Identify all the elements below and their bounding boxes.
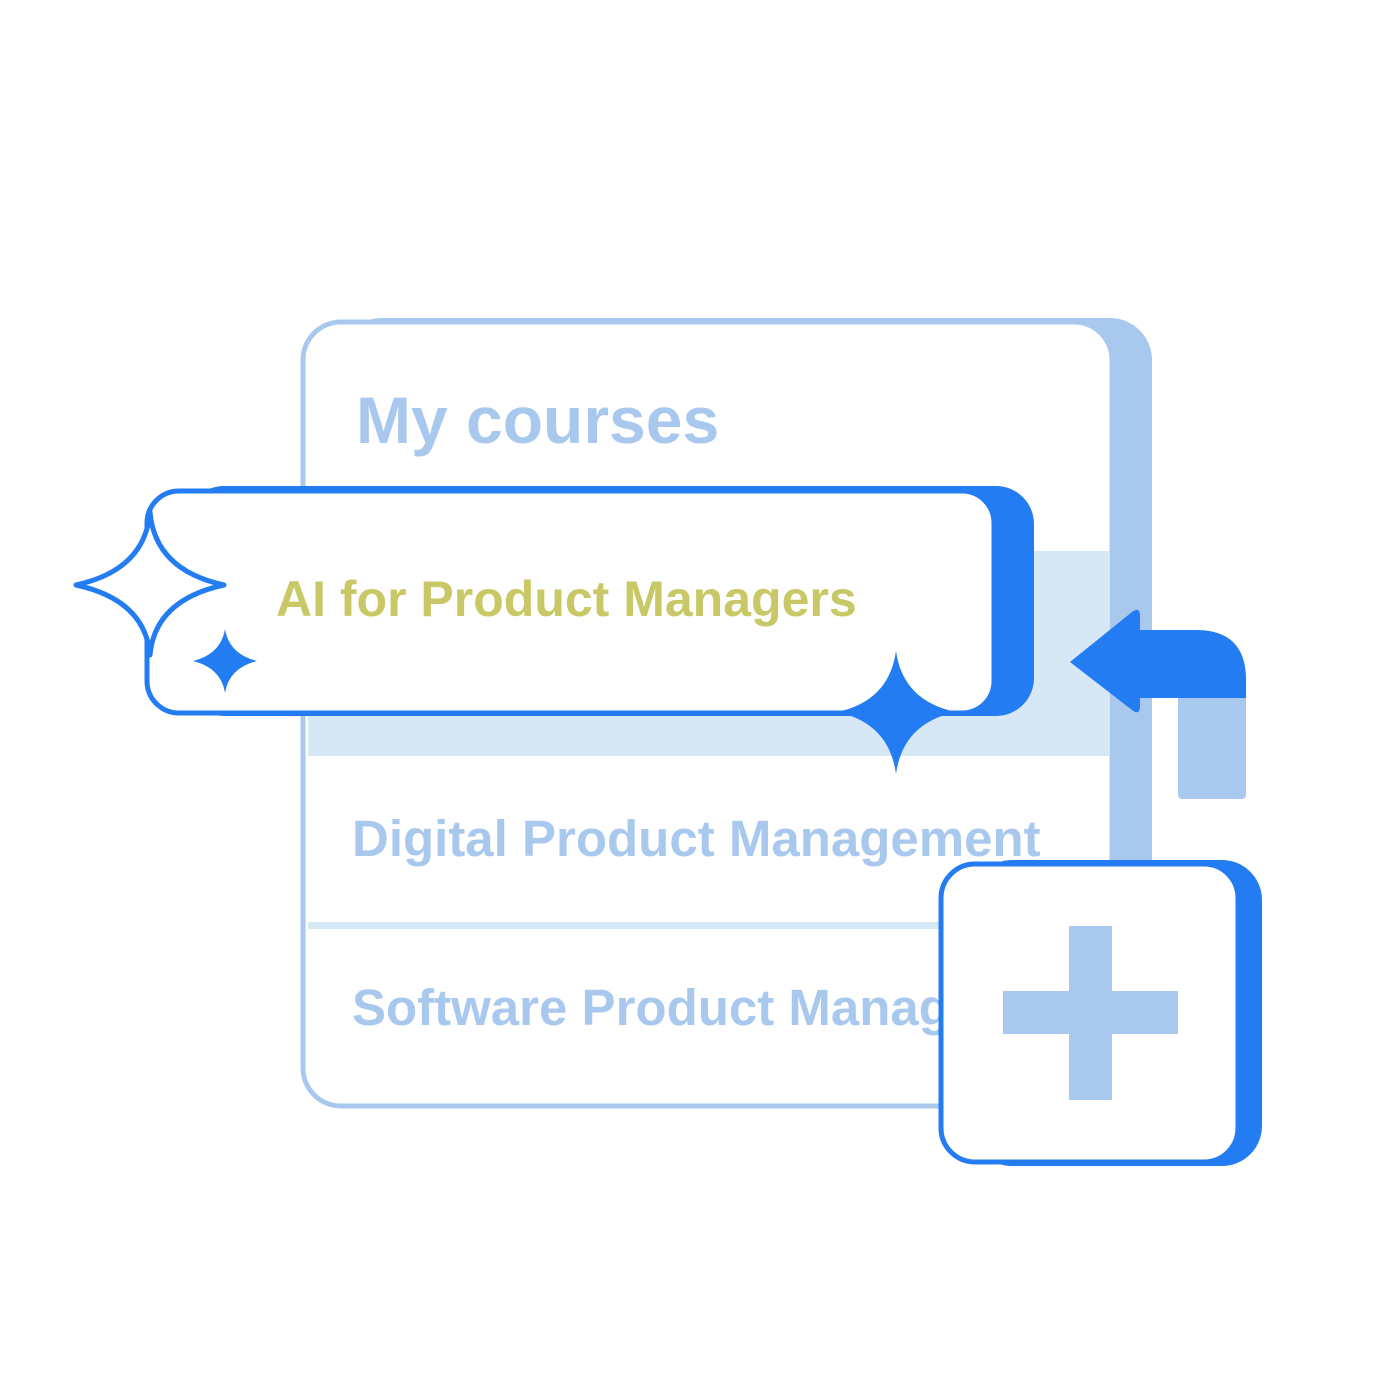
card-title: My courses	[356, 383, 719, 457]
sparkle-icon	[837, 651, 956, 774]
sparkle-icon	[193, 629, 257, 693]
featured-course-title[interactable]: AI for Product Managers	[276, 571, 857, 627]
add-course-button[interactable]	[938, 860, 1262, 1166]
course-row-divider	[308, 922, 958, 929]
featured-course-card[interactable]	[144, 486, 1034, 716]
plus-icon	[1003, 926, 1178, 1100]
sparkle-icon	[73, 509, 227, 658]
course-item-digital[interactable]: Digital Product Management	[352, 810, 1041, 867]
course-item-software[interactable]: Software Product Management	[352, 979, 1100, 1036]
arrow-left-icon	[1070, 609, 1246, 799]
